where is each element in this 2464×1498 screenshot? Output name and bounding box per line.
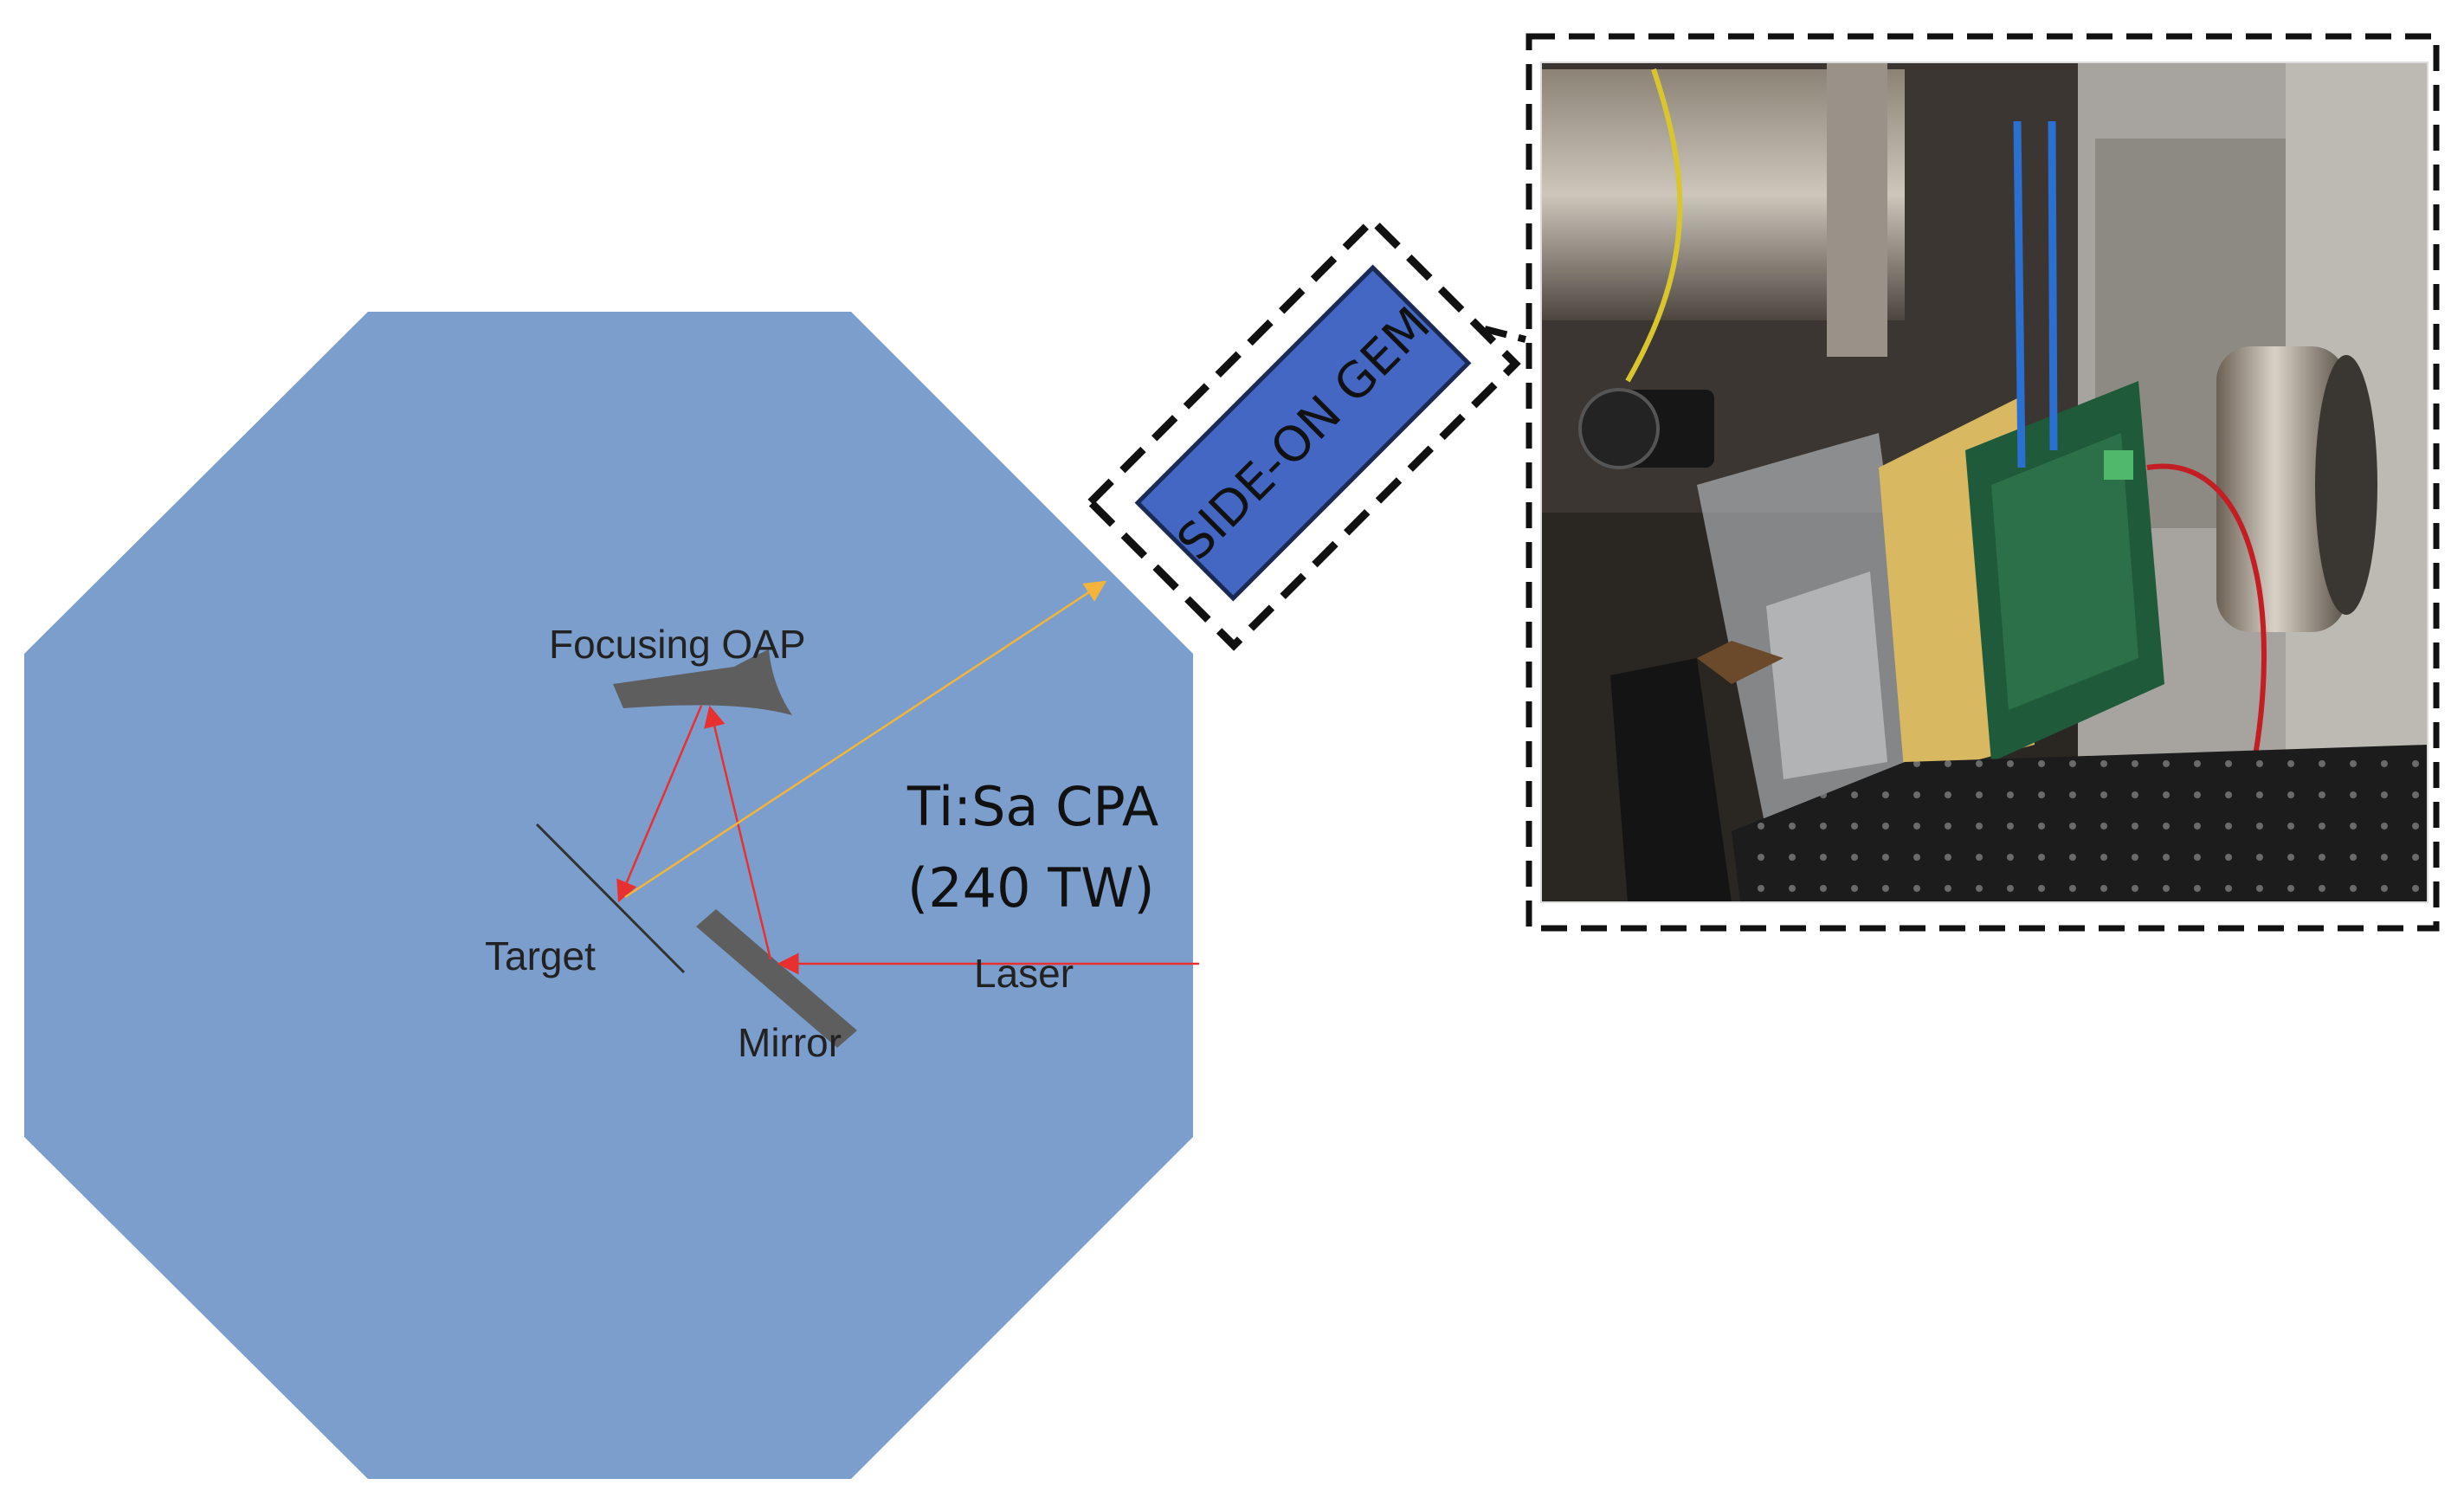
mirror-label: Mirror [738, 1020, 842, 1065]
connector-line [1484, 326, 1526, 343]
detector-box [1134, 264, 1472, 602]
flat-mirror [696, 909, 857, 1048]
signal-beam [624, 580, 1107, 899]
target-label: Target [485, 933, 596, 978]
laser-to-oap-beam [704, 705, 772, 960]
target-line [535, 823, 686, 974]
side-on-gem-detector: SIDE-ON GEM [1085, 215, 1521, 651]
detector-dashed-frame [1085, 215, 1521, 651]
focusing-oap-mirror [613, 649, 792, 715]
focusing-oap-label: Focusing OAP [549, 622, 806, 667]
photo-dashed-frame [1525, 33, 2440, 932]
laser-label: Laser [974, 951, 1074, 996]
laser-to-target-beam [616, 705, 703, 903]
laser-power-label: (240 TW) [907, 856, 1155, 920]
laser-source-label: Ti:Sa CPA [906, 775, 1158, 838]
detector-setup-photo [1541, 62, 2428, 902]
photo-border [1540, 61, 2429, 903]
